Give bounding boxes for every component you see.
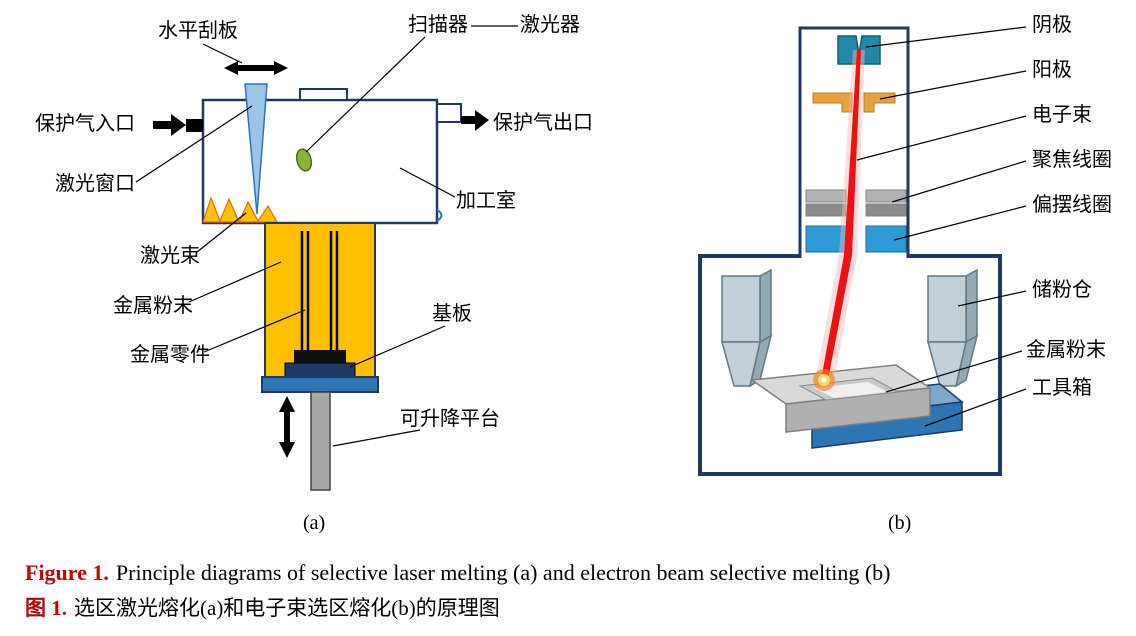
gas-inlet-arrow-head [171,114,186,136]
powder-hopper-left [721,268,773,388]
leader-laser-beam [196,212,247,253]
caption-en-label: Figure 1. [25,560,109,585]
platform-plate [261,376,379,393]
leader-platform [332,429,421,447]
electron-beam [821,50,861,380]
leader-electron-beam [856,115,1027,161]
label-laser: 激光器 [520,14,580,36]
label-scanner: 扫描器 [408,14,468,36]
lift-arrow-up-head [279,396,295,412]
hopper-side [965,268,978,344]
label-deflection-coil: 偏摆线圈 [1032,194,1112,216]
gas-inlet-port [186,119,203,132]
label-cathode: 阴极 [1032,14,1072,36]
diagram-a [135,25,518,491]
hopper-funnel-front [927,341,967,387]
scraper-arrow-right-head [274,61,288,75]
leader-metal-powder-b [885,350,1023,393]
leader-metal-part [203,309,306,353]
focus-coil [865,189,907,203]
lift-arrow-shaft [284,410,290,444]
caption-zh-text: 选区激光熔化(a)和电子束选区熔化(b)的原理图 [74,596,500,620]
leader-scanner [305,36,426,153]
hopper-funnel-front [721,341,761,387]
leader-lines-a [135,25,518,447]
label-laser-beam: 激光束 [140,245,200,267]
leader-anode [879,70,1027,100]
label-metal-powder-b: 金属粉末 [1026,339,1106,361]
lift-arrow-down-head [279,442,295,458]
leader-scraper [202,43,243,64]
leader-laser-window [135,105,253,183]
caption-zh: 图 1. 选区激光熔化(a)和电子束选区熔化(b)的原理图 [25,592,500,622]
focus-coil [865,203,907,217]
anode-left [812,92,853,113]
label-metal-part: 金属零件 [130,344,210,366]
gas-outlet-stub [436,103,462,123]
cathode-block [837,35,881,65]
leader-deflection-coil [893,205,1027,241]
platform-rod [310,391,331,491]
label-laser-window: 激光窗口 [55,173,135,195]
hopper-front [927,275,967,343]
laser-beam-zigzag [202,196,279,224]
label-powder-hopper: 储粉仓 [1032,279,1092,301]
focusing-coils [805,189,907,217]
caption-en: Figure 1.Principle diagrams of selective… [25,560,891,586]
leader-focusing-coil [891,160,1027,203]
leader-cathode [865,26,1027,48]
label-scraper: 水平刮板 [158,20,238,42]
label-electron-beam: 电子束 [1032,104,1092,126]
impact-glow-core [821,377,827,383]
deflection-coil [805,225,847,253]
focus-coil [805,203,847,217]
hopper-front [721,275,761,343]
leader-lines-b [856,26,1027,427]
laser-window-lid [299,88,348,101]
metal-part-base [294,350,346,363]
sublabel-a: (a) [303,512,326,534]
focus-coil [805,189,847,203]
gas-outlet-arrow-shaft [461,116,475,124]
caption-zh-label: 图 1. [25,596,67,620]
leader-chamber [399,167,456,198]
hopper-side [759,268,772,344]
label-chamber: 加工室 [456,190,516,212]
leader-metal-powder-a [188,261,282,303]
powder-hopper-right [927,268,979,388]
process-chamber-outline [201,98,439,225]
scraper-arrow-left-head [224,61,238,75]
label-gas-inlet: 保护气入口 [35,113,135,135]
leader-tool-box [924,388,1027,427]
gas-inlet-arrow-shaft [153,121,171,129]
sublabel-b: (b) [888,512,912,534]
label-substrate: 基板 [432,303,472,325]
label-anode: 阳极 [1032,59,1072,81]
label-focusing-coil: 聚焦线圈 [1032,149,1112,171]
label-gas-outlet: 保护气出口 [493,112,593,134]
substrate-plate [284,362,356,378]
label-platform: 可升降平台 [400,408,500,430]
scraper-blade [244,83,268,215]
diagram-b [698,26,1027,476]
leader-powder-hopper [957,290,1027,307]
leader-substrate [349,325,446,368]
scanner-mirror [295,148,313,172]
scraper-arrow-shaft [236,65,276,71]
label-metal-powder-a: 金属粉末 [113,295,193,317]
label-tool-box: 工具箱 [1032,377,1092,399]
chamber-corner-mark [436,209,443,222]
gas-outlet-arrow-head [475,110,489,131]
caption-en-text: Principle diagrams of selective laser me… [115,560,891,585]
